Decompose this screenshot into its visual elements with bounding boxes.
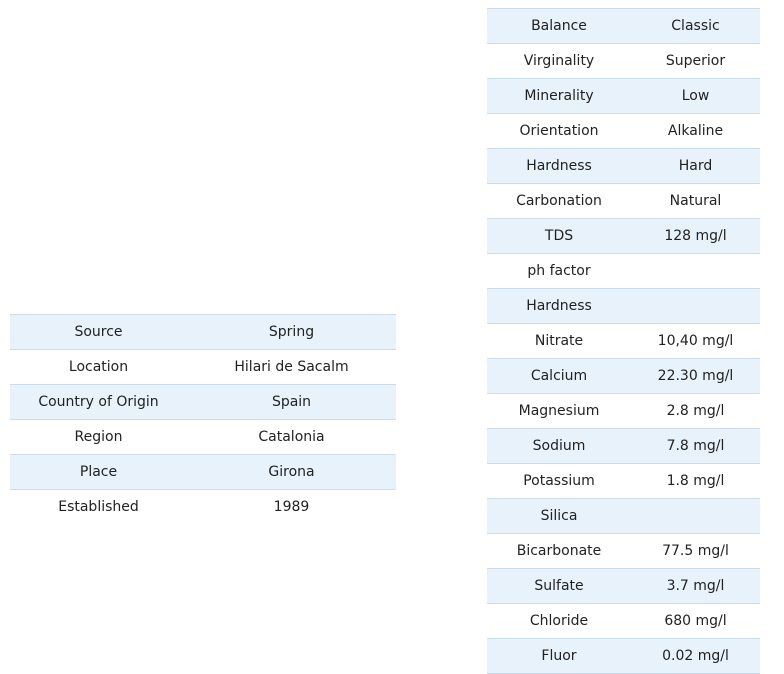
table-row: ph factor xyxy=(487,253,760,289)
row-label: Country of Origin xyxy=(10,384,187,420)
row-label: Virginality xyxy=(487,43,631,79)
mineral-composition-table: Balance Classic Virginality Superior Min… xyxy=(487,8,760,674)
row-value: Alkaline xyxy=(631,113,760,149)
row-value: Hilari de Sacalm xyxy=(187,349,396,385)
row-label: Place xyxy=(10,454,187,490)
row-label: Magnesium xyxy=(487,393,631,429)
table-row: Minerality Low xyxy=(487,78,760,114)
table-row: Established 1989 xyxy=(10,489,396,524)
table-row: Potassium 1.8 mg/l xyxy=(487,463,760,499)
row-value: 77.5 mg/l xyxy=(631,533,760,569)
row-value: 1989 xyxy=(187,489,396,524)
row-label: Orientation xyxy=(487,113,631,149)
row-label: ph factor xyxy=(487,253,631,289)
row-value: Classic xyxy=(631,8,760,44)
row-value: Girona xyxy=(187,454,396,490)
row-value: Superior xyxy=(631,43,760,79)
table-row: Source Spring xyxy=(10,314,396,350)
row-value: 22.30 mg/l xyxy=(631,358,760,394)
row-value: Low xyxy=(631,78,760,114)
row-label: TDS xyxy=(487,218,631,254)
row-label: Minerality xyxy=(487,78,631,114)
table-row: Fluor 0.02 mg/l xyxy=(487,638,760,674)
table-row: Region Catalonia xyxy=(10,419,396,455)
row-label: Fluor xyxy=(487,638,631,674)
table-row: Virginality Superior xyxy=(487,43,760,79)
table-row: Balance Classic xyxy=(487,8,760,44)
row-label: Potassium xyxy=(487,463,631,499)
row-value: 2.8 mg/l xyxy=(631,393,760,429)
table-row: Country of Origin Spain xyxy=(10,384,396,420)
table-row: Nitrate 10,40 mg/l xyxy=(487,323,760,359)
table-row: Place Girona xyxy=(10,454,396,490)
row-label: Silica xyxy=(487,498,631,534)
row-label: Hardness xyxy=(487,288,631,324)
row-label: Bicarbonate xyxy=(487,533,631,569)
row-label: Balance xyxy=(487,8,631,44)
row-value xyxy=(631,253,760,289)
row-value: Hard xyxy=(631,148,760,184)
row-value: 1.8 mg/l xyxy=(631,463,760,499)
row-value xyxy=(631,288,760,324)
table-row: Silica xyxy=(487,498,760,534)
row-label: Chloride xyxy=(487,603,631,639)
table-row: Calcium 22.30 mg/l xyxy=(487,358,760,394)
table-row: Sulfate 3.7 mg/l xyxy=(487,568,760,604)
row-label: Sulfate xyxy=(487,568,631,604)
table-row: Hardness xyxy=(487,288,760,324)
row-label: Calcium xyxy=(487,358,631,394)
row-value: 10,40 mg/l xyxy=(631,323,760,359)
row-label: Region xyxy=(10,419,187,455)
row-value: 0.02 mg/l xyxy=(631,638,760,674)
row-value: Catalonia xyxy=(187,419,396,455)
row-value: Natural xyxy=(631,183,760,219)
table-row: Bicarbonate 77.5 mg/l xyxy=(487,533,760,569)
table-row: Carbonation Natural xyxy=(487,183,760,219)
table-row: Location Hilari de Sacalm xyxy=(10,349,396,385)
table-row: Chloride 680 mg/l xyxy=(487,603,760,639)
row-value: Spain xyxy=(187,384,396,420)
row-label: Nitrate xyxy=(487,323,631,359)
row-value: Spring xyxy=(187,314,396,350)
table-row: TDS 128 mg/l xyxy=(487,218,760,254)
table-row: Magnesium 2.8 mg/l xyxy=(487,393,760,429)
row-label: Established xyxy=(10,489,187,524)
table-row: Orientation Alkaline xyxy=(487,113,760,149)
row-value: 7.8 mg/l xyxy=(631,428,760,464)
table-row: Sodium 7.8 mg/l xyxy=(487,428,760,464)
row-value: 680 mg/l xyxy=(631,603,760,639)
row-label: Sodium xyxy=(487,428,631,464)
origin-info-table: Source Spring Location Hilari de Sacalm … xyxy=(10,314,396,524)
table-row: Hardness Hard xyxy=(487,148,760,184)
row-value: 3.7 mg/l xyxy=(631,568,760,604)
row-value: 128 mg/l xyxy=(631,218,760,254)
row-label: Carbonation xyxy=(487,183,631,219)
row-label: Hardness xyxy=(487,148,631,184)
row-label: Source xyxy=(10,314,187,350)
row-value xyxy=(631,498,760,534)
row-label: Location xyxy=(10,349,187,385)
